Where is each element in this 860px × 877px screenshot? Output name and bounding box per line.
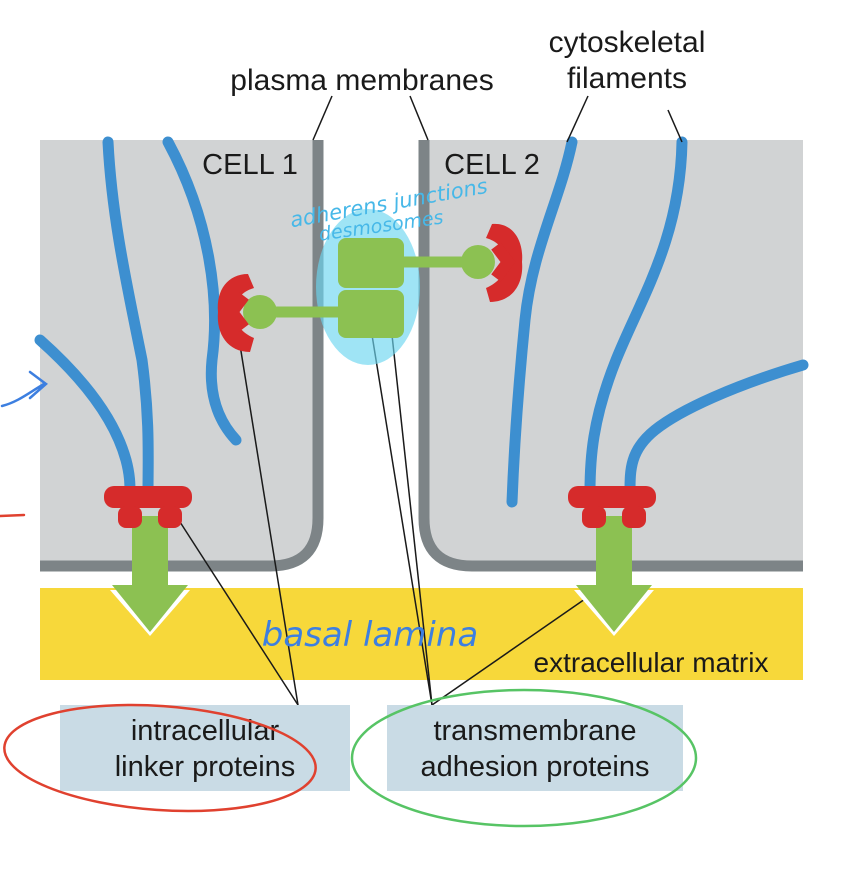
intracellular-label-line2: linker proteins [115, 751, 296, 783]
cell-2-junction [392, 223, 523, 302]
blue-arrow-mark [0, 370, 48, 408]
green-circle-mark [350, 688, 698, 828]
cell-2-matrix-attachment [568, 486, 656, 636]
cell-1-matrix-attachment [104, 486, 192, 636]
cell-2-label: CELL 2 [444, 149, 540, 181]
cytoskeletal-label-line2: filaments [567, 62, 687, 95]
transmembrane-adhesion-proteins [338, 238, 404, 338]
extracellular-matrix-label: extracellular matrix [534, 647, 769, 678]
red-circle-mark [3, 703, 317, 813]
pointer-lines [179, 95, 683, 706]
transmembrane-label-line1: transmembrane [433, 715, 636, 747]
basal-lamina-annotation: basal lamina [262, 615, 478, 655]
intracellular-label-line1: intracellular [131, 715, 280, 747]
cytoskeletal-label-line1: cytoskeletal [549, 26, 706, 59]
cell-1-filaments [34, 136, 242, 498]
cell-1-label: CELL 1 [202, 149, 298, 181]
intracellular-label-box [60, 705, 350, 791]
cell-1-junction [217, 274, 346, 352]
cell-1 [40, 140, 324, 572]
red-dash-mark [0, 513, 26, 518]
transmembrane-label-line2: adhesion proteins [421, 751, 650, 783]
plasma-membranes-label: plasma membranes [230, 64, 493, 97]
transmembrane-label-box [387, 705, 683, 791]
cell-2-filaments [506, 136, 809, 508]
